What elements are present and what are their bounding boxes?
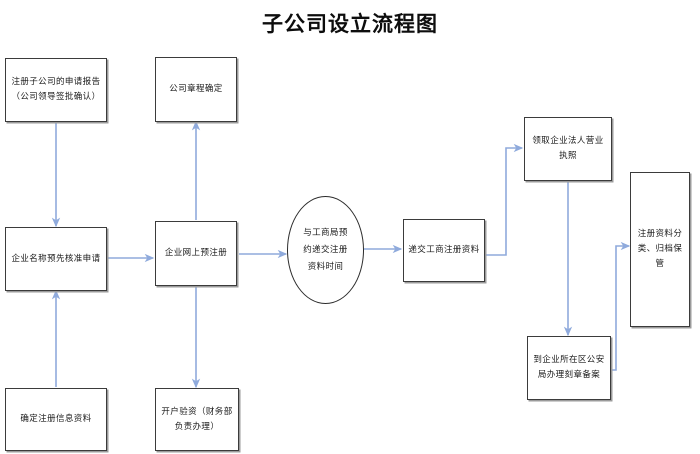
node-submit-materials[interactable]: 递交工商注册资料 [403,219,485,282]
node-apply-report-label: 注册子公司的申请报告（公司领导签批确认） [11,77,101,102]
node-book-appointment[interactable]: 与工商局预约递交注册资料时间 [287,196,364,304]
node-articles-confirm-label: 公司章程确定 [169,84,223,94]
node-name-precheck[interactable]: 企业名称预先核准申请 [5,227,107,291]
node-seal-filing[interactable]: 到企业所在区公安局办理刻章备案 [527,336,611,400]
node-archive-materials[interactable]: 注册资料分类、归档保管 [630,172,690,327]
edge-seal-filing-to-archive-materials [611,241,631,371]
node-archive-materials-label: 注册资料分类、归档保管 [637,229,683,269]
node-open-account-label: 开户验资（财务部负责办理） [161,406,233,432]
node-get-license[interactable]: 领取企业法人营业执照 [524,117,612,181]
node-confirm-info-label: 确定注册信息资料 [20,414,92,424]
node-articles-confirm[interactable]: 公司章程确定 [155,57,237,122]
node-get-license-label: 领取企业法人营业执照 [532,136,604,161]
node-online-preregister[interactable]: 企业网上预注册 [155,221,237,286]
node-online-preregister-label: 企业网上预注册 [164,248,228,258]
node-book-appointment-label: 与工商局预约递交注册资料时间 [303,227,348,272]
page-title: 子公司设立流程图 [262,12,438,36]
node-apply-report[interactable]: 注册子公司的申请报告（公司领导签批确认） [5,58,107,122]
node-submit-materials-label: 递交工商注册资料 [408,245,480,255]
node-seal-filing-label: 到企业所在区公安局办理刻章备案 [533,355,605,380]
node-open-account[interactable]: 开户验资（财务部负责办理） [155,388,239,451]
node-name-precheck-label: 企业名称预先核准申请 [11,253,101,264]
edge-submit-materials-to-get-license [485,143,524,256]
node-confirm-info[interactable]: 确定注册信息资料 [5,388,107,451]
